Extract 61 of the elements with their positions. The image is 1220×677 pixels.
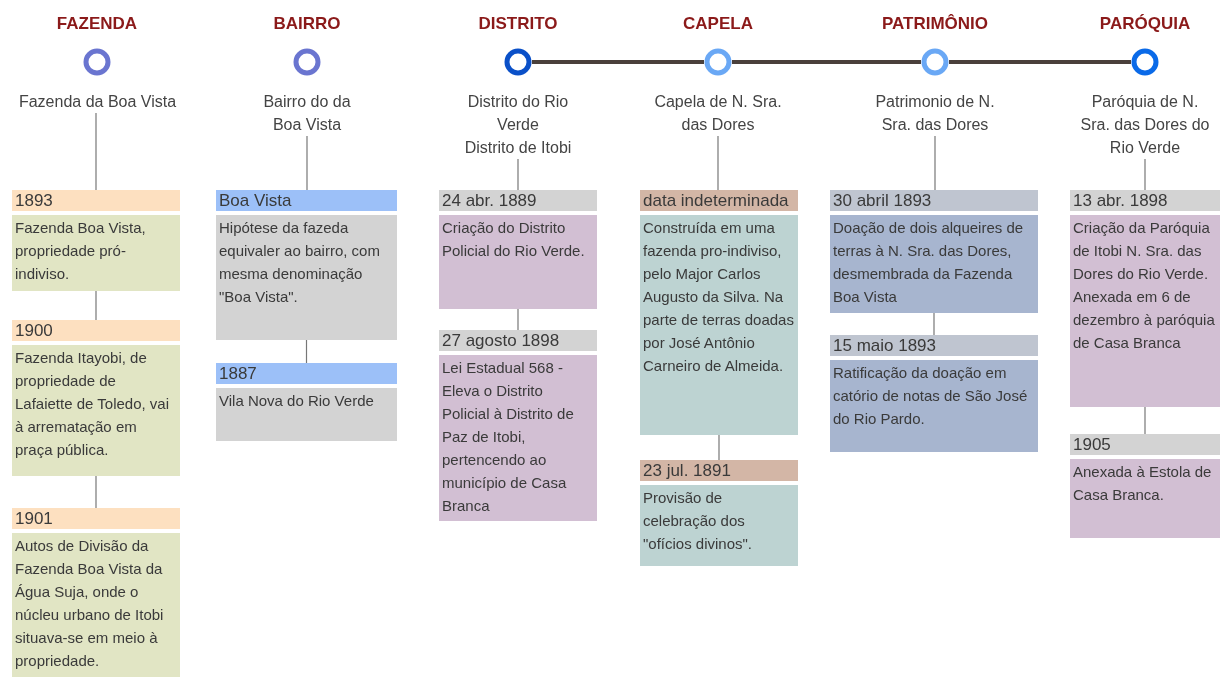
column-heading: FAZENDA <box>56 14 138 34</box>
stage-name: Distrito de Itobi <box>463 138 573 158</box>
timeline-circle <box>921 48 949 76</box>
event-description: Vila Nova do Rio Verde <box>216 388 397 441</box>
event-description: Lei Estadual 568 - Eleva o Distrito Policial à Distrito de Paz de Itobi, pertencendo ao município de Casa Branca <box>439 355 597 521</box>
connector-line <box>517 158 519 191</box>
timeline-circle <box>704 48 732 76</box>
timeline-line <box>732 60 921 64</box>
date-band: 1893 <box>12 190 180 211</box>
timeline-circle <box>504 48 532 76</box>
date-band: 30 abril 1893 <box>830 190 1038 211</box>
event-description: Hipótese da fazeda equivaler ao bairro, com mesma denominação "Boa Vista". <box>216 215 397 340</box>
date-band: Boa Vista <box>216 190 397 211</box>
connector-line <box>717 135 719 191</box>
connector-line <box>718 434 720 461</box>
date-band: 23 jul. 1891 <box>640 460 798 481</box>
connector-line <box>1144 406 1146 435</box>
event-description: Autos de Divisão da Fazenda Boa Vista da Água Suja, onde o núcleu urbano de Itobi situava-se em meio à propriedade. <box>12 533 180 677</box>
timeline-circle <box>83 48 111 76</box>
connector-line <box>95 112 97 191</box>
column-heading: BAIRRO <box>273 14 341 34</box>
connector-line <box>934 135 936 191</box>
stage-name: Bairro do da Boa Vista <box>262 92 352 135</box>
connector-line <box>306 135 308 191</box>
stage-name: Fazenda da Boa Vista <box>17 92 178 112</box>
connector-line <box>95 290 97 321</box>
timeline-circle <box>293 48 321 76</box>
date-band: 13 abr. 1898 <box>1070 190 1220 211</box>
timeline-line <box>532 60 704 64</box>
date-band: 1905 <box>1070 434 1220 455</box>
event-description: Construída em uma fazenda pro-indiviso, pelo Major Carlos Augusto da Silva. Na parte de terras doadas por José Antônio Carneiro de Almeida. <box>640 215 798 435</box>
column-heading: PATRIMÔNIO <box>881 14 989 34</box>
connector-line <box>305 339 308 364</box>
date-band: data indeterminada <box>640 190 798 211</box>
connector-line <box>517 308 519 331</box>
event-description: Fazenda Boa Vista, propriedade pró-indiviso. <box>12 215 180 291</box>
timeline-circle <box>1131 48 1159 76</box>
date-band: 1901 <box>12 508 180 529</box>
date-band: 1887 <box>216 363 397 384</box>
timeline-line <box>949 60 1131 64</box>
column-heading: PARÓQUIA <box>1099 14 1191 34</box>
connector-line <box>1144 158 1146 191</box>
event-description: Doação de dois alqueires de terras à N. Sra. das Dores, desmembrada da Fazenda Boa Vista <box>830 215 1038 313</box>
connector-line <box>933 312 935 336</box>
connector-line <box>95 475 97 509</box>
column-heading: DISTRITO <box>478 14 558 34</box>
date-band: 1900 <box>12 320 180 341</box>
event-description: Criação do Distrito Policial do Rio Verde. <box>439 215 597 309</box>
date-band: 24 abr. 1889 <box>439 190 597 211</box>
stage-name: Paróquia de N. Sra. das Dores do Rio Verde <box>1079 92 1211 158</box>
column-heading: CAPELA <box>683 14 753 34</box>
event-description: Criação da Paróquia de Itobi N. Sra. das Dores do Rio Verde. Anexada em 6 de dezembro à paróquia de Casa Branca <box>1070 215 1220 407</box>
date-band: 15 maio 1893 <box>830 335 1038 356</box>
stage-name: Patrimonio de N. Sra. das Dores <box>874 92 996 135</box>
event-description: Anexada à Estola de Casa Branca. <box>1070 459 1220 538</box>
event-description: Ratificação da doação em catório de notas de São José do Rio Pardo. <box>830 360 1038 452</box>
date-band: 27 agosto 1898 <box>439 330 597 351</box>
event-description: Fazenda Itayobi, de propriedade de Lafaiette de Toledo, vai à arrematação em praça pública. <box>12 345 180 476</box>
stage-name: Distrito do Rio Verde <box>466 92 570 135</box>
stage-name: Capela de N. Sra. das Dores <box>653 92 783 135</box>
event-description: Provisão de celebração dos "ofícios divinos". <box>640 485 798 566</box>
